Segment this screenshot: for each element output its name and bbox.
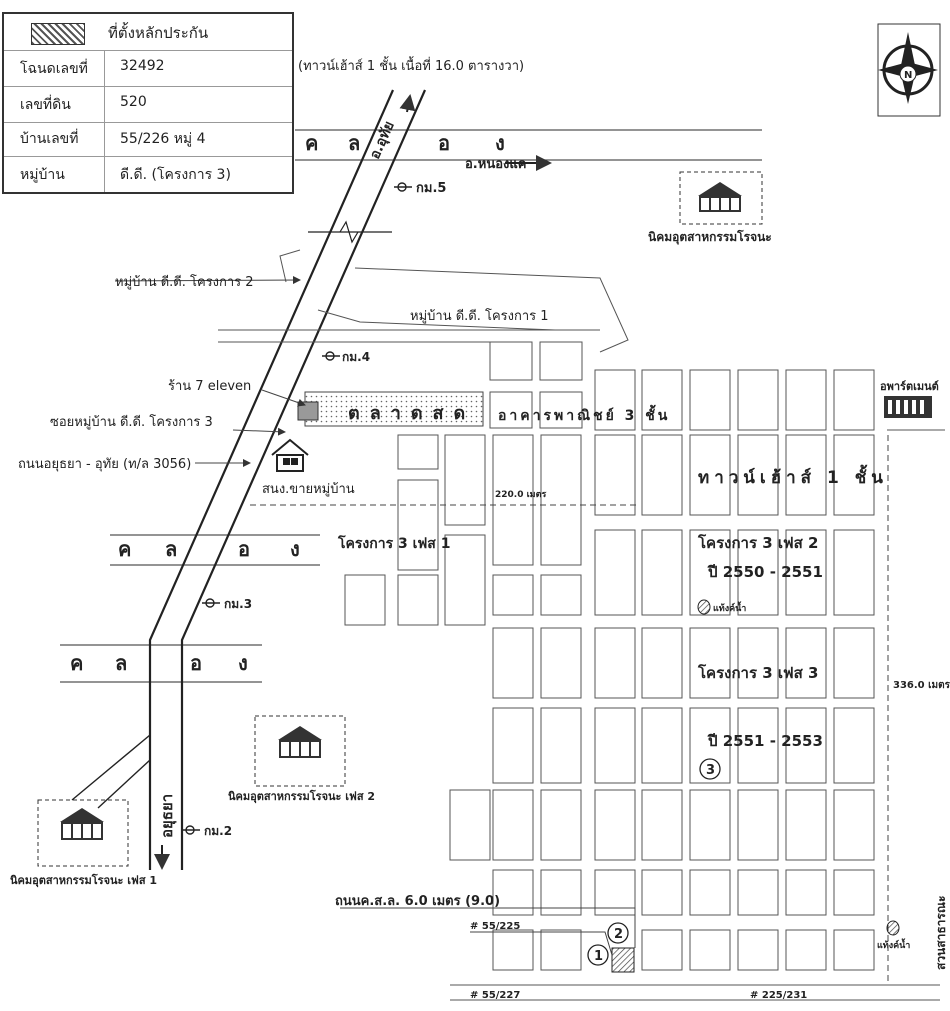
- canal-letter: อ: [238, 537, 250, 561]
- estate-grid: [344, 341, 945, 1001]
- village-boundaries: [218, 249, 629, 353]
- landmark-rojana-1: นิคมอุตสาหกรรมโรจนะ เฟส 1: [10, 873, 157, 888]
- landmark-village-2: หมู่บ้าน ดี.ดี. โครงการ 2: [115, 274, 254, 290]
- divider: [4, 156, 292, 157]
- landmark-village-1: หมู่บ้าน ดี.ดี. โครงการ 1: [410, 308, 549, 324]
- info-note: (ทาวน์เฮ้าส์ 1 ชั้น เนื้อที่ 16.0 ตารางว…: [298, 56, 524, 74]
- marker-number: 3: [706, 763, 715, 778]
- km-label: กม.4: [342, 350, 370, 364]
- info-value: 55/226 หมู่ 4: [120, 131, 206, 147]
- landmark-townhouse: ทาวน์เฮ้าส์ 1 ชั้น: [698, 464, 888, 488]
- divider: [4, 50, 292, 51]
- access-road-label: ถนนค.ส.ล. 6.0 เมตร (9.0): [335, 894, 500, 909]
- marker-number: 1: [594, 949, 603, 964]
- info-value: 32492: [120, 58, 165, 74]
- plot-label: # 55/225: [470, 921, 520, 932]
- info-box: ที่ตั้งหลักประกัน โฉนดเลขที่ 32492 เลขที…: [2, 12, 294, 194]
- landmark-seven-eleven: ร้าน 7 eleven: [168, 379, 251, 394]
- label-park: สวนสาธารณะ: [934, 896, 948, 970]
- dimension-depth: 336.0 เมตร: [893, 680, 950, 691]
- plot-label: # 225/231: [750, 990, 807, 1001]
- landmark-sales-office: สนง.ขายหมู่บ้าน: [262, 482, 355, 497]
- canal-letter: ง: [290, 537, 300, 561]
- canal-letter: ล: [115, 651, 127, 675]
- divider: [4, 122, 292, 123]
- landmark-commercial: อาคารพาณิชย์ 3 ชั้น: [498, 404, 670, 424]
- info-label: โฉนดเลขที่: [20, 61, 88, 77]
- canal-letter: ล: [348, 131, 360, 155]
- canal-letter: อ: [438, 131, 450, 155]
- leader-lines: [114, 276, 889, 985]
- divider: [104, 50, 105, 192]
- canal-letter: ค: [70, 651, 83, 675]
- marker-circles: [587, 758, 721, 966]
- compass-north-label: N: [904, 70, 912, 81]
- collateral-swatch-icon: [31, 23, 85, 45]
- soi-label: ซอยหมู่บ้าน ดี.ดี. โครงการ 3: [50, 414, 213, 430]
- label-phase1: โครงการ 3 เฟส 1: [337, 534, 450, 552]
- km-label: กม.5: [416, 181, 446, 196]
- canal-letter: ค: [118, 537, 131, 561]
- marker-number: 2: [614, 927, 623, 942]
- road-label-ayutthaya: อยุธยา: [158, 794, 177, 838]
- landmark-apartment: อพาร์ตเมนต์: [880, 380, 939, 393]
- label-phase3: โครงการ 3 เฟส 3: [697, 663, 818, 682]
- label-phase3-years: ปี 2551 - 2553: [707, 732, 823, 750]
- canal-bottom: [60, 644, 262, 683]
- canal-top: [295, 129, 762, 161]
- seven-eleven-shop: [297, 401, 319, 421]
- divider: [4, 86, 292, 87]
- factory-icon-rojana-1: [37, 799, 129, 867]
- label-phase2-years: ปี 2550 - 2551: [707, 563, 823, 581]
- water-tank-icon: [697, 599, 711, 615]
- label-water-tank: แท้งค์น้ำ: [877, 938, 910, 951]
- canal-letter: ล: [165, 537, 177, 561]
- km-marker-icons: [182, 182, 412, 835]
- compass-icon: [877, 23, 941, 117]
- road-break: [308, 220, 392, 244]
- plot-label: # 55/227: [470, 990, 520, 1001]
- canal-letter: อ: [190, 651, 202, 675]
- apartment-icon: [884, 396, 932, 418]
- road-label-nong-khae: อ.หนองแค: [465, 157, 526, 172]
- water-tank-icon: [886, 920, 900, 936]
- km-label: กม.3: [224, 597, 252, 611]
- main-highway: [148, 89, 427, 870]
- house-icon: [271, 438, 309, 472]
- arrow-to-uthai: [399, 94, 416, 113]
- canal-letter: ค: [305, 131, 318, 155]
- factory-icon-rojana-2: [254, 715, 346, 787]
- label-phase2: โครงการ 3 เฟส 2: [697, 533, 818, 552]
- dimension-width: 220.0 เมตร: [495, 490, 546, 500]
- factory-icon-rojana: [679, 171, 763, 225]
- info-value: 520: [120, 94, 147, 110]
- canal-letter: ง: [238, 651, 248, 675]
- landmark-rojana-2: นิคมอุตสาหกรรมโรจนะ เฟส 2: [228, 789, 375, 804]
- legend-label: ที่ตั้งหลักประกัน: [108, 24, 209, 42]
- canal-middle: [110, 534, 320, 566]
- info-value: ดี.ดี. (โครงการ 3): [120, 167, 231, 183]
- subject-plot: [611, 947, 635, 973]
- info-label: หมู่บ้าน: [20, 167, 65, 183]
- km-label: กม.2: [204, 824, 232, 838]
- main-road-label: ถนนอยุธยา - อุทัย (ท/ล 3056): [18, 457, 191, 472]
- landmark-rojana: นิคมอุตสาหกรรมโรจนะ: [648, 229, 772, 245]
- landmark-market: ตลาดสด: [348, 403, 475, 424]
- branch-road-sw: [71, 734, 151, 809]
- info-label: บ้านเลขที่: [20, 131, 79, 147]
- label-water-tank: แท้งค์น้ำ: [713, 601, 746, 614]
- canal-letter: ง: [495, 131, 505, 155]
- info-label: เลขที่ดิน: [20, 97, 71, 113]
